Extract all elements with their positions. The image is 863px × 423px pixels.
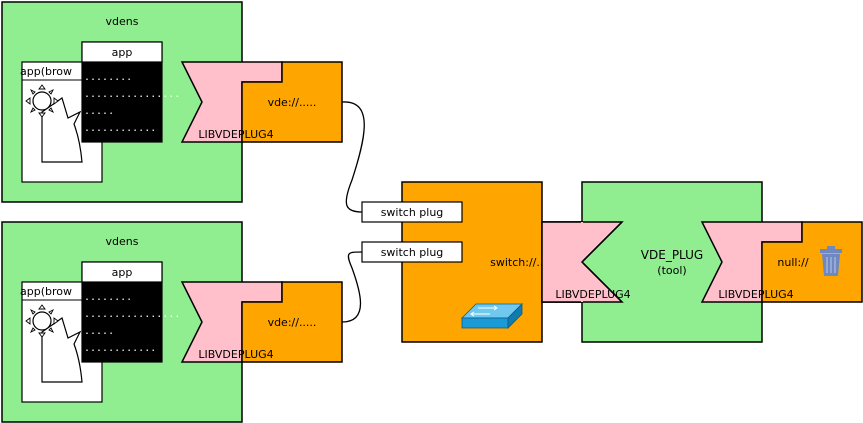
browser-logo-icon [25,84,83,163]
null-url: null:// [777,256,808,269]
plug-library-label: LIBVDEPLUG4 [198,128,273,141]
switch-plug-2: switch plug [361,241,463,263]
terminal-line: ................ [84,89,180,100]
terminal-line: ........ [84,72,132,83]
vdens-label: vdens [106,235,139,248]
app-window-title: app [112,46,133,59]
terminal-line: ............ [84,343,156,354]
app-terminal-window: app ........ ................ ..... ....… [81,261,180,363]
switch-url: switch://..... [490,256,554,269]
browser-title: app(brow [20,65,72,78]
switch-plug-label: switch plug [381,206,444,219]
vde-plug-1: vde://..... LIBVDEPLUG4 [180,61,343,143]
network-switch-icon [461,303,523,329]
app-window-title: app [112,266,133,279]
terminal-line: ..... [84,326,114,337]
browser-title: app(brow [20,285,72,298]
switch-plug-1: switch plug [361,201,463,223]
terminal-line: ........ [84,292,132,303]
plug-url: vde://..... [268,316,317,329]
plug-library-label: LIBVDEPLUG4 [198,348,273,361]
terminal-line: ..... [84,106,114,117]
terminal-line: ............ [84,123,156,134]
cable-2 [341,251,363,323]
vde-plug-tool-subtitle: (tool) [657,264,686,277]
app-terminal-window: app ........ ................ ..... ....… [81,41,180,143]
null-plug: null:// LIBVDEPLUG4 [700,221,863,303]
switch-plug-label: switch plug [381,246,444,259]
vdens-label: vdens [106,15,139,28]
vde-plug-2: vde://..... LIBVDEPLUG4 [180,281,343,363]
plug-url: vde://..... [268,96,317,109]
vdens-box-2: vdens app(brow app ........ ............… [1,221,243,423]
null-library-label: LIBVDEPLUG4 [718,288,793,301]
vde-plug-tool-name: VDE_PLUG [641,248,703,262]
trash-icon [820,246,842,276]
cable-1 [341,101,365,213]
terminal-line: ................ [84,309,180,320]
switch-library-label-overlay: LIBVDEPLUG4 [555,288,630,301]
browser-logo-icon [25,304,83,383]
